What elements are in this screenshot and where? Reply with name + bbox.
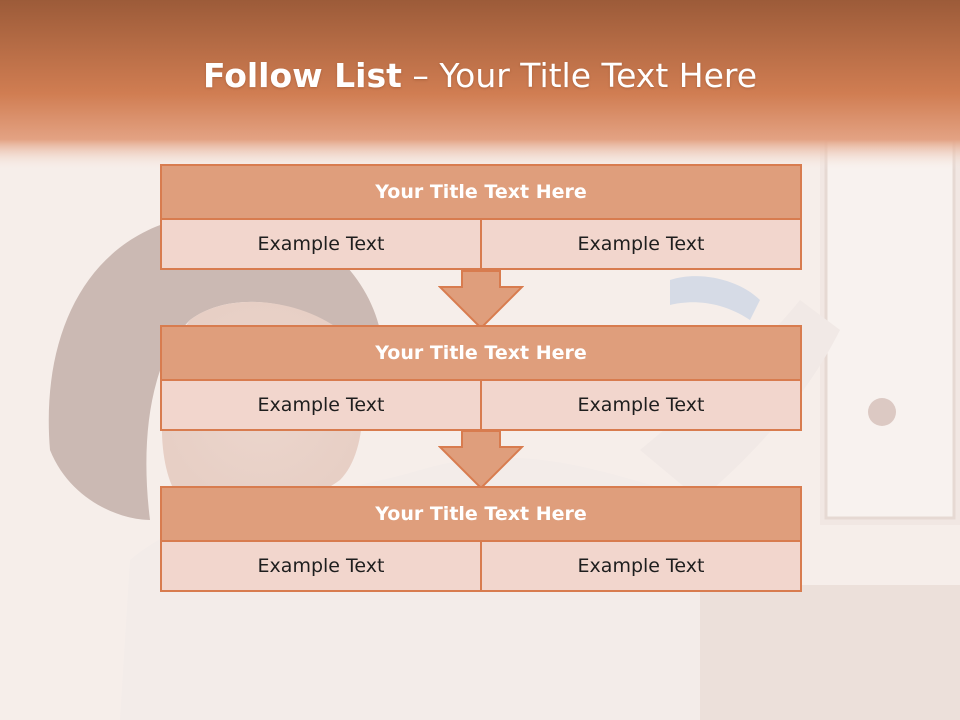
step-cell-left: Example Text bbox=[160, 542, 482, 592]
step-title: Your Title Text Here bbox=[160, 325, 802, 381]
title-bold: Follow List bbox=[202, 56, 402, 95]
step-cell-right: Example Text bbox=[482, 381, 802, 431]
step-cell-left: Example Text bbox=[160, 381, 482, 431]
step-box-1: Your Title Text Here Example Text Exampl… bbox=[160, 164, 802, 270]
step-cell-right: Example Text bbox=[482, 542, 802, 592]
down-arrow-icon bbox=[438, 430, 524, 490]
slide-title: Follow List – Your Title Text Here bbox=[0, 52, 960, 100]
step-box-2: Your Title Text Here Example Text Exampl… bbox=[160, 325, 802, 431]
step-cell-left: Example Text bbox=[160, 220, 482, 270]
step-cell-right: Example Text bbox=[482, 220, 802, 270]
step-row: Example Text Example Text bbox=[160, 220, 802, 270]
step-title: Your Title Text Here bbox=[160, 164, 802, 220]
down-arrow-icon bbox=[438, 270, 524, 330]
step-box-3: Your Title Text Here Example Text Exampl… bbox=[160, 486, 802, 592]
step-title: Your Title Text Here bbox=[160, 486, 802, 542]
step-row: Example Text Example Text bbox=[160, 542, 802, 592]
step-row: Example Text Example Text bbox=[160, 381, 802, 431]
title-rest: – Your Title Text Here bbox=[401, 56, 758, 95]
